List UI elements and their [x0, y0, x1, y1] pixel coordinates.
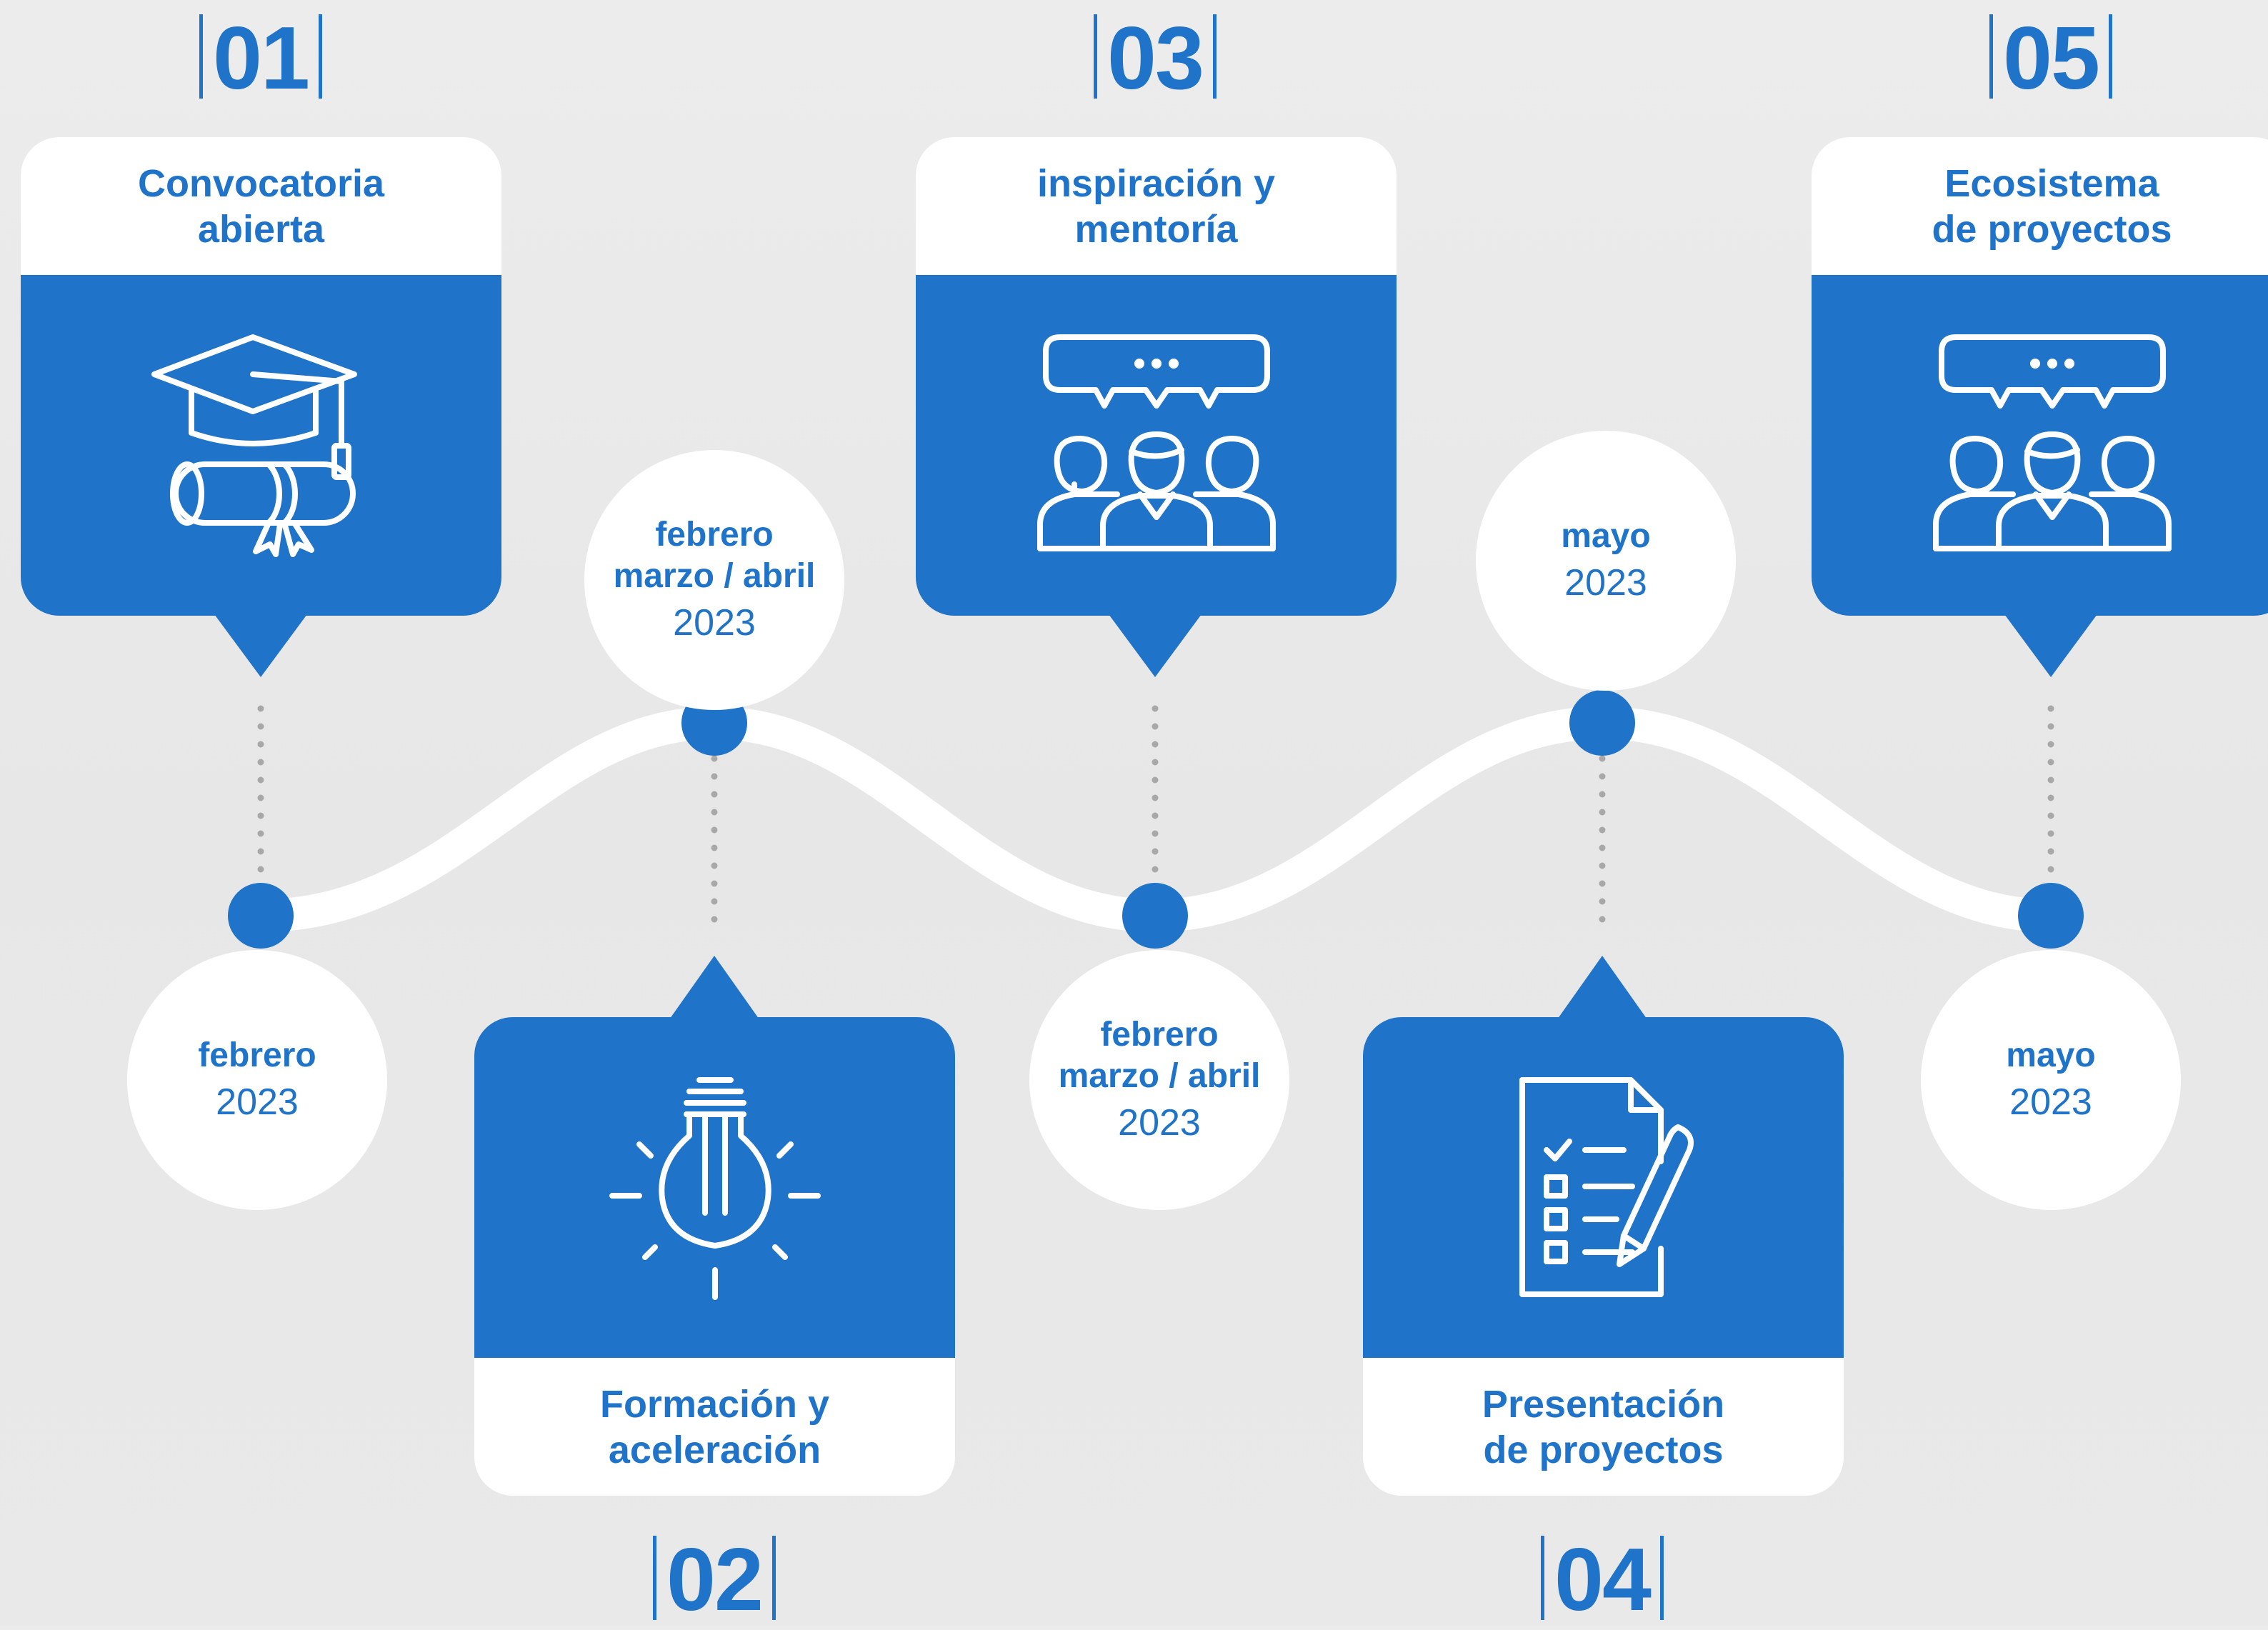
stage-card-05: Ecosistema de proyectos [1812, 137, 2268, 616]
card-header: Convocatoria abierta [21, 137, 501, 275]
group-discussion-icon [1932, 334, 2172, 551]
stage-number-04: 04 [1459, 1530, 1745, 1630]
card-title-line: inspiración y [1036, 161, 1276, 205]
date-months: mayo [1561, 517, 1651, 555]
date-circle-05: mayo 2023 [1921, 950, 2181, 1210]
date-year: 2023 [1118, 1102, 1201, 1144]
dotted-connectors [257, 705, 2054, 941]
lightbulb-icon [609, 1076, 821, 1300]
node-05 [2018, 883, 2084, 949]
card-title-line: Presentación [1482, 1382, 1725, 1426]
stage-card-01: Convocatoria abierta [21, 137, 501, 616]
card-body [474, 1017, 955, 1358]
date-circle-03: febrero marzo / abril 2023 [1029, 950, 1289, 1210]
card-body [1812, 275, 2268, 616]
card-title-line: de proyectos [1483, 1428, 1724, 1471]
card-body [21, 275, 501, 616]
date-months: mayo [2006, 1036, 2096, 1074]
checklist-pencil-icon [1519, 1076, 1694, 1297]
card-title-line: aceleración [608, 1428, 821, 1471]
date-year: 2023 [2009, 1081, 2092, 1123]
pointer-01 [214, 614, 307, 677]
date-year: 2023 [1564, 562, 1647, 604]
card-title-line: de proyectos [1932, 207, 2172, 251]
card-title-line: mentoría [1074, 207, 1238, 251]
stage-number-05: 05 [1908, 9, 2194, 109]
card-title-line: Formación y [599, 1382, 830, 1426]
date-months: febrero [655, 516, 774, 554]
stage-number-03: 03 [1012, 9, 1298, 109]
group-discussion-icon [1036, 334, 1276, 551]
date-year: 2023 [673, 602, 756, 644]
date-months: febrero [1100, 1016, 1219, 1054]
card-header: Ecosistema de proyectos [1812, 137, 2268, 275]
date-months: marzo / abril [613, 557, 816, 595]
graduation-cap-diploma-icon [151, 334, 357, 557]
date-circle-01: febrero 2023 [127, 950, 387, 1210]
date-circle-04: mayo 2023 [1476, 431, 1736, 691]
date-months: febrero [198, 1036, 316, 1074]
date-months: marzo / abril [1058, 1057, 1261, 1095]
pointer-02 [668, 956, 761, 1021]
card-header: Presentación de proyectos [1363, 1358, 1844, 1496]
date-circle-02: febrero marzo / abril 2023 [584, 450, 844, 710]
card-title-line: Ecosistema [1944, 161, 2159, 205]
node-04 [1569, 690, 1635, 756]
date-year: 2023 [216, 1081, 299, 1123]
stage-number-02: 02 [571, 1530, 857, 1630]
stage-card-02: Formación y aceleración [474, 1017, 955, 1496]
node-01 [228, 883, 294, 949]
card-title-line: Convocatoria [137, 161, 385, 205]
pointer-03 [1109, 614, 1202, 677]
stage-card-04: Presentación de proyectos [1363, 1017, 1844, 1496]
card-header: Formación y aceleración [474, 1358, 955, 1496]
card-body [1363, 1017, 1844, 1358]
card-body [916, 275, 1397, 616]
stage-card-03: inspiración y mentoría [916, 137, 1397, 616]
card-title-line: abierta [197, 207, 325, 251]
card-pointers [214, 614, 2097, 1021]
card-header: inspiración y mentoría [916, 137, 1397, 275]
pointer-05 [2004, 614, 2097, 677]
stage-number-01: 01 [118, 9, 404, 109]
pointer-04 [1556, 956, 1649, 1021]
node-03 [1122, 883, 1188, 949]
